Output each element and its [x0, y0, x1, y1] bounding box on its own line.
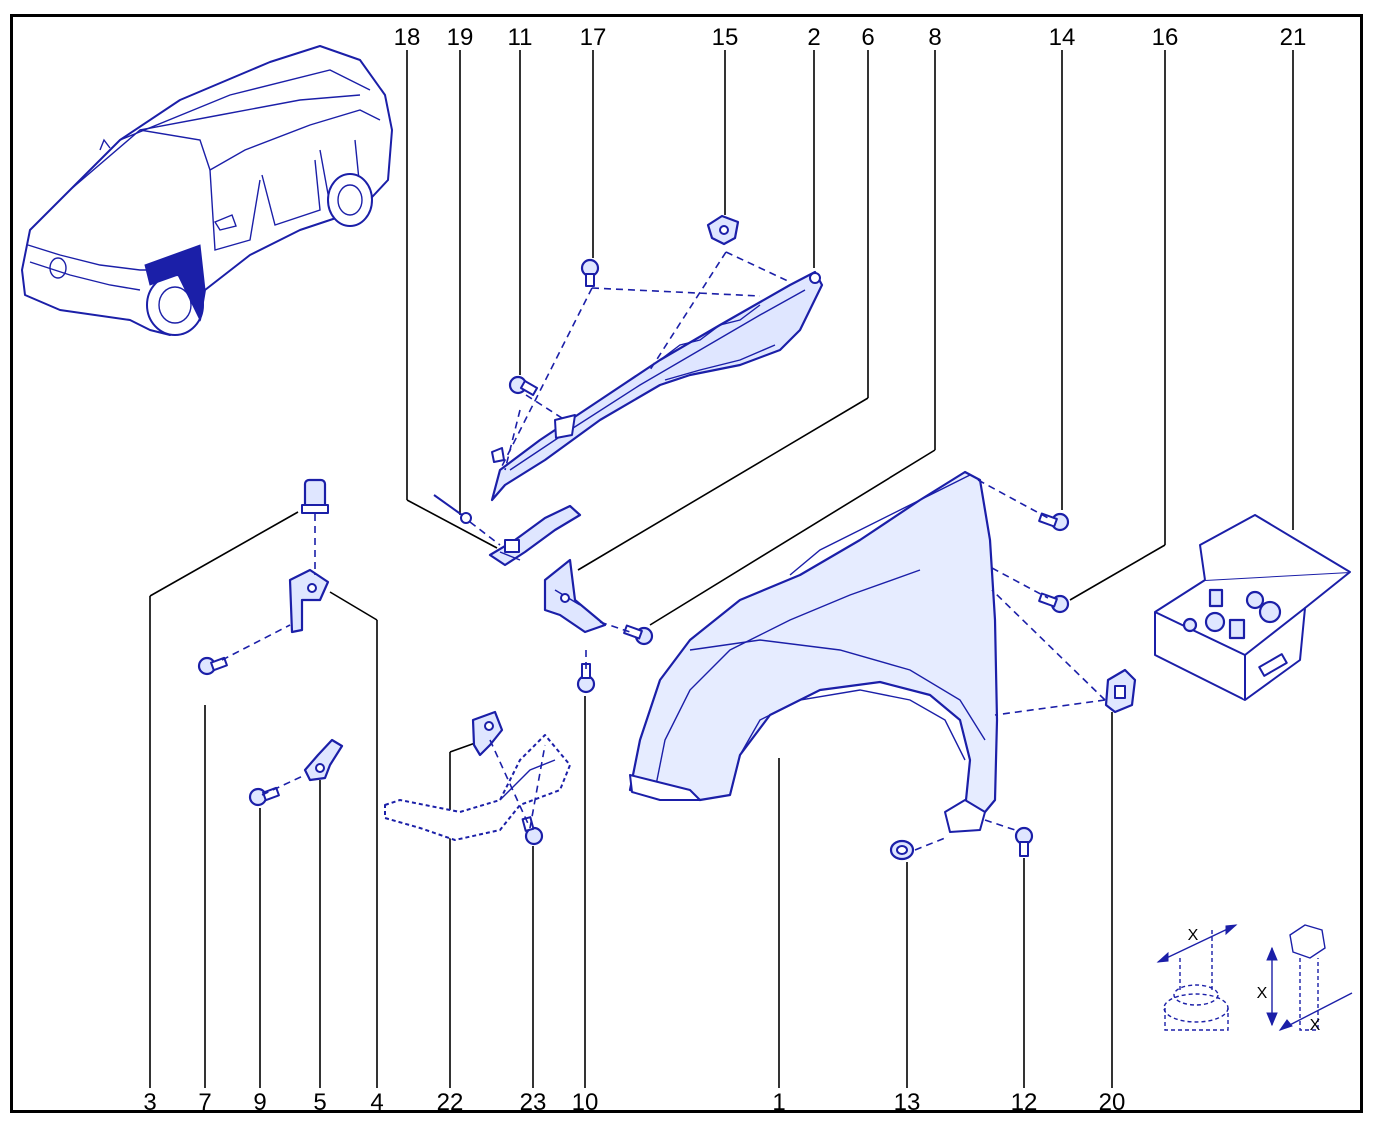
label-15: 15	[712, 24, 739, 51]
label-1: 1	[772, 1089, 785, 1116]
part-number-labels: 18 19 11 17 15 2 6 8 14 16 21 3 7 9 5 4 …	[143, 24, 1306, 1116]
support-beam	[384, 734, 571, 841]
bracket-4	[288, 568, 330, 634]
label-5: 5	[313, 1089, 326, 1116]
assembly-paths	[221, 251, 1106, 851]
diagram-frame	[10, 14, 1363, 1113]
stud-3	[301, 478, 329, 514]
fender-bracket-20	[1104, 668, 1137, 714]
pin-19	[433, 494, 472, 524]
label-3: 3	[143, 1089, 156, 1116]
label-18: 18	[394, 24, 421, 51]
highlighted-fender-area	[144, 244, 206, 322]
bracket-6	[543, 558, 607, 634]
front-fender-panel	[628, 470, 999, 833]
screw-14	[1038, 512, 1070, 532]
nut-dimension-sketch: X	[1156, 924, 1238, 1031]
screw-10	[576, 663, 596, 694]
clip-5	[303, 738, 344, 782]
label-17: 17	[580, 24, 607, 51]
clip-15	[706, 214, 740, 246]
screw-9	[248, 786, 280, 807]
label-11: 11	[508, 24, 533, 51]
bracket-22	[471, 710, 504, 757]
label-21: 21	[1280, 24, 1307, 51]
label-19: 19	[447, 24, 474, 51]
label-10: 10	[572, 1089, 599, 1116]
label-6: 6	[861, 24, 874, 51]
bolt-dimension-sketch: X X	[1257, 924, 1353, 1034]
label-20: 20	[1099, 1089, 1126, 1116]
nut-x-mark: X	[1188, 927, 1199, 944]
label-2: 2	[807, 24, 820, 51]
screw-23	[521, 816, 544, 846]
label-leaders	[149, 50, 1294, 1088]
screw-11	[508, 375, 539, 396]
bolt-x-side-mark: X	[1257, 985, 1268, 1002]
label-16: 16	[1152, 24, 1179, 51]
small-bracket-18	[488, 504, 582, 567]
screw-17	[580, 258, 600, 287]
screw-7	[197, 656, 228, 676]
label-9: 9	[253, 1089, 266, 1116]
bolt-x-bottom-mark: X	[1310, 1017, 1321, 1034]
screw-8	[623, 624, 654, 646]
label-23: 23	[520, 1089, 547, 1116]
screw-12	[1014, 826, 1034, 857]
label-22: 22	[437, 1089, 464, 1116]
label-14: 14	[1049, 24, 1076, 51]
vehicle-overview	[21, 45, 393, 336]
upper-rail-bracket	[490, 270, 824, 502]
fastener-kit-box	[1154, 514, 1351, 701]
nut-13	[889, 839, 915, 861]
label-7: 7	[198, 1089, 211, 1116]
label-12: 12	[1011, 1089, 1038, 1116]
label-13: 13	[894, 1089, 921, 1116]
screw-16	[1038, 592, 1070, 614]
label-8: 8	[928, 24, 941, 51]
label-4: 4	[370, 1089, 383, 1116]
